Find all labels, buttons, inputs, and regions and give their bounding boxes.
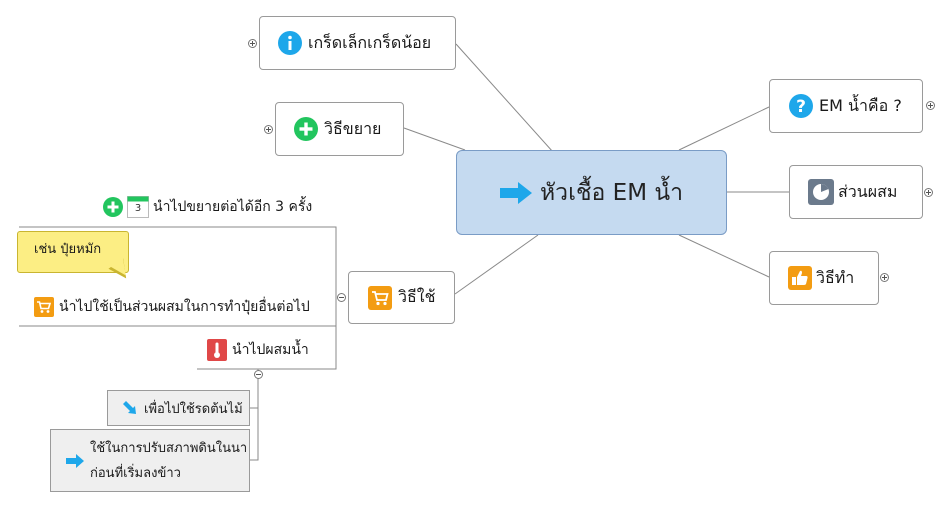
callout-note: เช่น ปุ๋ยหมัก xyxy=(17,231,129,273)
collapse-toggle[interactable] xyxy=(337,293,346,302)
callout-label: เช่น ปุ๋ยหมัก xyxy=(34,242,102,257)
expand-toggle[interactable] xyxy=(880,273,889,282)
note-soil-text: ใช้ในการปรับสภาพดินในนา ก่อนที่เริ่มลงข้… xyxy=(90,436,247,486)
arrow-right-icon xyxy=(500,180,532,206)
plus-circle-icon xyxy=(294,117,318,141)
shopping-cart-icon xyxy=(368,285,392,310)
question-icon: ? xyxy=(789,94,813,118)
topic-usage-label: วิธีใช้ xyxy=(398,287,436,306)
topic-tips[interactable]: เกร็ดเล็กเกร็ดน้อย xyxy=(259,16,456,70)
pie-chart-icon xyxy=(808,179,834,205)
info-icon xyxy=(278,31,302,55)
subtopic-mix-water-label: นำไปผสมน้ำ xyxy=(232,342,309,358)
arrow-right-icon xyxy=(66,453,84,468)
topic-what-is-em-label: EM น้ำคือ ? xyxy=(819,95,902,115)
topic-propagation-label: วิธีขยาย xyxy=(324,118,382,138)
calendar-number: 3 xyxy=(134,203,142,214)
topic-ingredients[interactable]: ส่วนผสม xyxy=(789,165,923,219)
topic-method-label: วิธีทำ xyxy=(816,267,855,287)
central-topic[interactable]: หัวเชื้อ EM น้ำ xyxy=(456,150,727,235)
note-soil[interactable]: ใช้ในการปรับสภาพดินในนา ก่อนที่เริ่มลงข้… xyxy=(50,429,250,492)
topic-usage[interactable]: วิธีใช้ xyxy=(348,271,455,324)
subtopic-mix-water[interactable]: นำไปผสมน้ำ xyxy=(207,338,309,362)
note-soil-line2: ก่อนที่เริ่มลงข้าว xyxy=(90,465,181,481)
subtopic-repeat-label: นำไปขยายต่อได้อีก 3 ครั้ง xyxy=(153,199,313,215)
collapse-toggle[interactable] xyxy=(254,370,263,379)
svg-text:?: ? xyxy=(796,97,806,117)
topic-what-is-em[interactable]: ? EM น้ำคือ ? xyxy=(769,79,923,133)
note-water-plants[interactable]: เพื่อไปใช้รดต้นไม้ xyxy=(107,390,250,426)
topic-method[interactable]: วิธีทำ xyxy=(769,251,879,305)
topic-propagation[interactable]: วิธีขยาย xyxy=(275,102,404,156)
expand-toggle[interactable] xyxy=(264,125,273,134)
plus-circle-icon xyxy=(103,197,123,217)
subtopic-compost[interactable]: นำไปใช้เป็นส่วนผสมในการทำปุ๋ยอื่นต่อไป xyxy=(34,295,310,319)
arrow-down-right-icon xyxy=(121,399,139,417)
expand-toggle[interactable] xyxy=(924,188,933,197)
calendar-icon: 3 xyxy=(127,196,149,218)
note-water-plants-label: เพื่อไปใช้รดต้นไม้ xyxy=(144,401,243,417)
note-soil-line1: ใช้ในการปรับสภาพดินในนา xyxy=(90,440,248,456)
expand-toggle[interactable] xyxy=(248,39,257,48)
subtopic-compost-label: นำไปใช้เป็นส่วนผสมในการทำปุ๋ยอื่นต่อไป xyxy=(59,299,310,315)
shopping-cart-icon xyxy=(34,297,54,317)
thumbs-up-icon xyxy=(788,266,812,290)
central-topic-label: หัวเชื้อ EM น้ำ xyxy=(540,179,683,206)
thermometer-icon xyxy=(207,339,227,361)
expand-toggle[interactable] xyxy=(926,101,935,110)
subtopic-repeat[interactable]: 3 นำไปขยายต่อได้อีก 3 ครั้ง xyxy=(103,195,312,219)
topic-ingredients-label: ส่วนผสม xyxy=(838,181,898,201)
topic-tips-label: เกร็ดเล็กเกร็ดน้อย xyxy=(308,32,432,52)
